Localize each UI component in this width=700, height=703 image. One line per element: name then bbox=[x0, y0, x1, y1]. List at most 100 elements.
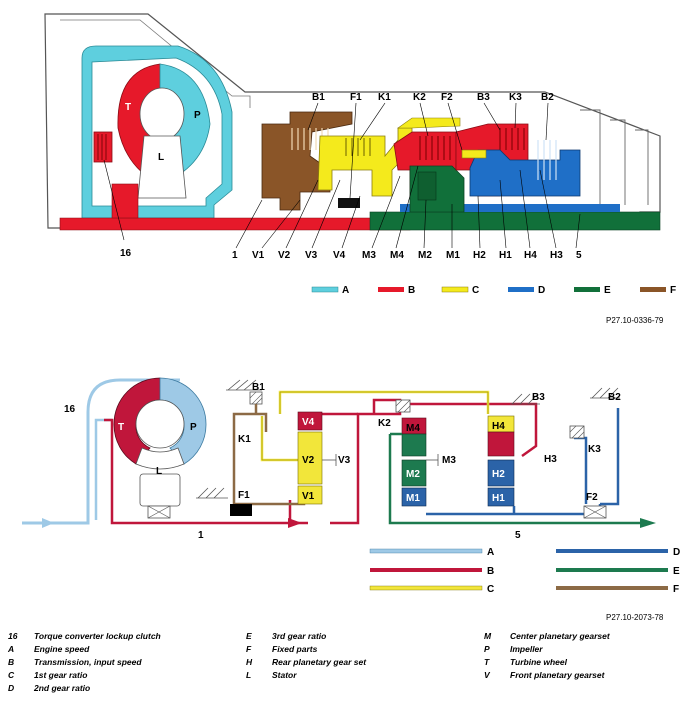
key-code: E bbox=[246, 631, 252, 641]
key-code: M bbox=[484, 631, 492, 641]
bottom-legend-item-A: A bbox=[369, 547, 494, 558]
brake-b2-plates bbox=[537, 140, 557, 180]
key-text: Torque converter lockup clutch bbox=[34, 631, 161, 641]
bottom-label-L: L bbox=[156, 466, 162, 477]
key-code: B bbox=[8, 657, 14, 667]
top-label-V2: V2 bbox=[278, 250, 291, 261]
schematic-output-path bbox=[388, 434, 640, 525]
schematic-fixed-path bbox=[232, 404, 306, 506]
schematic-freewheel-f2-cross bbox=[583, 505, 607, 519]
top-label-1: 1 bbox=[232, 250, 238, 261]
key-code: H bbox=[246, 657, 253, 667]
top-label-M1: M1 bbox=[446, 250, 460, 261]
schematic-m1 bbox=[401, 487, 427, 507]
bottom-label-K2: K2 bbox=[378, 418, 391, 429]
svg-text:A: A bbox=[342, 285, 349, 296]
schematic-gear1-outline bbox=[261, 391, 489, 461]
schematic-clutch-k3-hatch bbox=[569, 425, 585, 439]
bottom-label-V4: V4 bbox=[302, 417, 315, 428]
key-code: P bbox=[484, 644, 490, 654]
schematic-m-body bbox=[401, 433, 427, 457]
svg-text:B: B bbox=[487, 566, 494, 577]
center-planetary-gear bbox=[417, 171, 437, 201]
key-text: Turbine wheel bbox=[510, 657, 568, 667]
bottom-label-H2: H2 bbox=[492, 469, 505, 480]
legend-item-D: D bbox=[508, 285, 545, 296]
top-label-K2: K2 bbox=[413, 92, 426, 103]
svg-text:F: F bbox=[670, 285, 676, 296]
schematic-stator-hub bbox=[139, 473, 181, 507]
housing-rear-ribs bbox=[580, 109, 649, 205]
svg-text:E: E bbox=[604, 285, 611, 296]
key-text: Stator bbox=[272, 670, 297, 680]
top-label-V1: V1 bbox=[252, 250, 265, 261]
lockup-clutch bbox=[93, 131, 113, 163]
lockup-clutch-plates bbox=[97, 134, 107, 160]
schematic-lockup-line bbox=[94, 418, 112, 520]
bottom-label-F1: F1 bbox=[238, 490, 250, 501]
bottom-label-H4: H4 bbox=[492, 421, 505, 432]
schematic-h2 bbox=[487, 459, 515, 487]
bottom-label-T: T bbox=[118, 422, 124, 433]
svg-text:A: A bbox=[487, 547, 494, 558]
schematic-b2-ground bbox=[590, 387, 620, 399]
top-label-T: T bbox=[125, 102, 131, 113]
freewheel-f2 bbox=[461, 149, 487, 159]
key-text: 3rd gear ratio bbox=[272, 631, 326, 641]
bottom-legend-item-D: D bbox=[556, 547, 680, 558]
top-leader-lines bbox=[103, 102, 581, 249]
key-text: Impeller bbox=[510, 644, 543, 654]
key-code: D bbox=[8, 683, 14, 693]
stator bbox=[137, 135, 187, 199]
key-code: V bbox=[484, 670, 491, 680]
key-text: Center planetary gearset bbox=[510, 631, 611, 641]
freewheel-f1 bbox=[338, 198, 360, 208]
torus-core bbox=[139, 87, 185, 141]
top-label-M2: M2 bbox=[418, 250, 432, 261]
converter-housing-a bbox=[81, 45, 233, 219]
bottom-legend-item-C: C bbox=[369, 584, 494, 595]
clutch-k2-plates bbox=[419, 136, 451, 160]
schematic-brake-b1-ground bbox=[226, 379, 262, 391]
bottom-label-M3: M3 bbox=[442, 455, 456, 466]
input-hub bbox=[111, 183, 139, 219]
key-code: F bbox=[246, 644, 252, 654]
top-label-5: 5 bbox=[576, 250, 582, 261]
top-label-B2: B2 bbox=[541, 92, 554, 103]
schematic-v4 bbox=[297, 411, 323, 431]
bottom-label-5: 5 bbox=[515, 530, 521, 541]
top-label-V3: V3 bbox=[305, 250, 318, 261]
key-text: 2nd gear ratio bbox=[33, 683, 90, 693]
bottom-reference-code: P27.10-2073-78 bbox=[606, 613, 664, 622]
top-label-M3: M3 bbox=[362, 250, 376, 261]
schematic-v2 bbox=[297, 431, 323, 485]
schematic-brake-b1 bbox=[249, 391, 263, 405]
schematic-stator bbox=[135, 447, 185, 470]
bottom-label-V1: V1 bbox=[302, 491, 315, 502]
top-label-B3: B3 bbox=[477, 92, 490, 103]
clutch-b1-plates bbox=[291, 128, 329, 150]
input-shaft-arrow bbox=[288, 518, 302, 528]
svg-text:C: C bbox=[487, 584, 494, 595]
schematic-stator-freewheel-cross bbox=[147, 505, 171, 519]
bottom-label-M4: M4 bbox=[406, 423, 420, 434]
yellow-bridge bbox=[397, 117, 461, 129]
clutch-k1-plates bbox=[345, 138, 371, 156]
bottom-label-M1: M1 bbox=[406, 493, 420, 504]
top-label-H1: H1 bbox=[499, 250, 512, 261]
key-column-3: M Center planetary gearset P Impeller T … bbox=[484, 631, 611, 680]
legend-item-C: C bbox=[441, 285, 479, 296]
clutch-k3-plates bbox=[499, 128, 525, 150]
top-label-P: P bbox=[194, 110, 201, 121]
schematic-v1 bbox=[297, 485, 323, 505]
svg-text:B: B bbox=[408, 285, 415, 296]
gear-1-elements bbox=[317, 127, 413, 197]
top-label-B1: B1 bbox=[312, 92, 325, 103]
svg-text:F: F bbox=[673, 584, 679, 595]
output-arrow bbox=[640, 518, 656, 528]
bottom-label-B2: B2 bbox=[608, 392, 621, 403]
key-code: L bbox=[246, 670, 251, 680]
bottom-legend-right: D E F bbox=[556, 547, 680, 595]
bottom-label-K3: K3 bbox=[588, 444, 601, 455]
